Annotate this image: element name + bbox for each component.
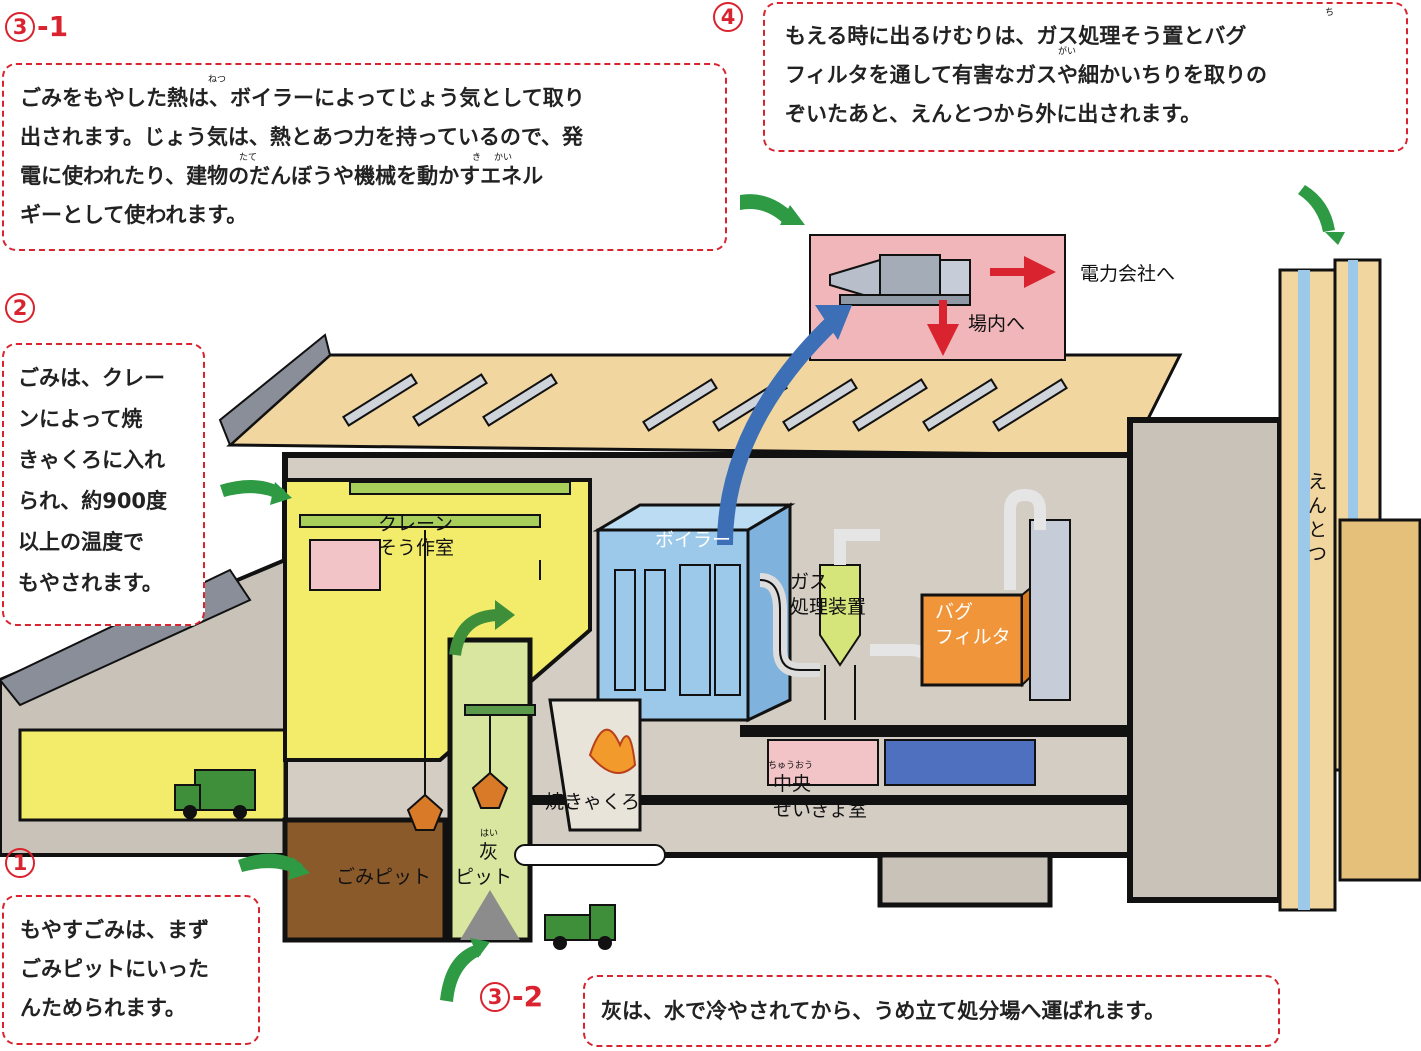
label-chimney-4: つ <box>1308 543 1327 565</box>
step-3-1-number: 3 -1 <box>5 10 68 43</box>
ruby-3-1-d: かい <box>494 153 513 163</box>
building-roof <box>218 333 1183 457</box>
incinerator <box>514 698 666 866</box>
callout-4-line-3: ぞいたあと、えんとつから外に出されます。 <box>785 102 1202 126</box>
garbage-truck <box>174 769 256 819</box>
callout-3-2-line-1: 灰は、水で冷やされてから、うめ立て処分場へ運ばれます。 <box>601 999 1166 1023</box>
callout-step-4: ち がい もえる時に出るけむりは、ガス処理そう置とバグ フィルタを通して有害なガ… <box>763 2 1408 152</box>
chimney <box>1278 258 1421 912</box>
callout-2-line-4: られ、約900度 <box>18 489 168 513</box>
ruby-control: ちゅうおう <box>768 760 813 771</box>
ruby-4-a: ち <box>1325 8 1335 18</box>
callout-2-line-5: 以上の温度で <box>18 530 144 554</box>
callout-step-1: もやすごみは、まず ごみピットにいった んためられます。 <box>2 895 260 1045</box>
label-boiler: ボイラー <box>655 529 731 551</box>
crane-rails <box>299 481 571 831</box>
callout-step-2: ごみは、クレー ンによって焼 きゃくろに入れ られ、約900度 以上の温度で も… <box>2 343 205 626</box>
boiler <box>592 502 796 723</box>
callout-2-line-1: ごみは、クレー <box>18 366 165 390</box>
label-crane-2: そう作室 <box>378 537 454 559</box>
ruby-3-1-a: ねつ <box>208 75 227 85</box>
label-gas-1: ガス <box>790 571 828 593</box>
step-4-number: 4 <box>713 2 743 32</box>
callout-3-1-line-3: 電に使われたり、建物のだんぼうや機械を動かすエネル <box>20 164 544 188</box>
label-ash-pit: ピット <box>455 866 512 888</box>
label-bag-2: フィルタ <box>935 626 1011 648</box>
callout-1-line-3: んためられます。 <box>20 996 186 1020</box>
label-furnace: 焼きゃくろ <box>545 791 640 813</box>
pointer-arrows <box>220 185 1345 1002</box>
callout-2-line-2: ンによって焼 <box>18 407 143 431</box>
flow-arrows <box>449 256 1056 657</box>
callout-step-3-2: 灰は、水で冷やされてから、うめ立て処分場へ運ばれます。 <box>583 975 1280 1047</box>
ruby-ash: はい <box>480 828 498 839</box>
step-1-number: 1 <box>5 848 35 878</box>
bag-filter <box>920 488 1071 701</box>
ash-truck <box>544 904 616 950</box>
generator-room <box>809 234 1066 361</box>
step-2-number: 2 <box>5 293 35 323</box>
callout-4-line-1: もえる時に出るけむりは、ガス処理そう置とバグ <box>785 24 1247 48</box>
callout-3-1-line-4: ギーとして使われます。 <box>20 203 248 227</box>
callout-3-1-line-2: 出されます。じょう気は、熱とあつ力を持っているので、発 <box>20 125 584 149</box>
callout-1-line-1: もやすごみは、まず <box>20 918 209 942</box>
label-gas-2: 処理装置 <box>790 596 866 618</box>
step-3-2-number: 3 -2 <box>480 980 543 1013</box>
label-chimney-3: と <box>1308 519 1327 541</box>
label-ash: 灰 <box>479 841 498 863</box>
central-control-room <box>767 739 1036 786</box>
label-power-company: 電力会社へ <box>1080 263 1175 285</box>
label-onsite: 場内へ <box>968 313 1025 335</box>
label-crane-1: クレーン <box>378 513 453 535</box>
callout-1-line-2: ごみピットにいった <box>20 957 209 981</box>
label-control-2: せいぎょ室 <box>773 799 867 821</box>
ruby-3-1-b: たて <box>239 153 258 163</box>
ruby-3-1-c: き <box>472 153 482 163</box>
crane-room <box>309 539 381 591</box>
callout-2-line-6: もやされます。 <box>18 571 163 595</box>
label-chimney-2: ん <box>1308 495 1327 517</box>
ruby-4-b: がい <box>1058 47 1077 57</box>
label-chimney-1: え <box>1308 471 1327 493</box>
callout-step-3-1: ねつ たて き かい ごみをもやした熱は、ボイラーによってじょう気として取り 出… <box>2 63 727 251</box>
label-bag-1: バグ <box>935 601 973 623</box>
label-control-1: 中央 <box>773 773 811 795</box>
callout-2-line-3: きゃくろに入れ <box>18 448 165 472</box>
label-garbage-pit: ごみピット <box>336 866 431 888</box>
callout-4-line-2: フィルタを通して有害なガスや細かいちりを取りの <box>785 63 1267 87</box>
callout-3-1-line-1: ごみをもやした熱は、ボイラーによってじょう気として取り <box>20 86 585 110</box>
